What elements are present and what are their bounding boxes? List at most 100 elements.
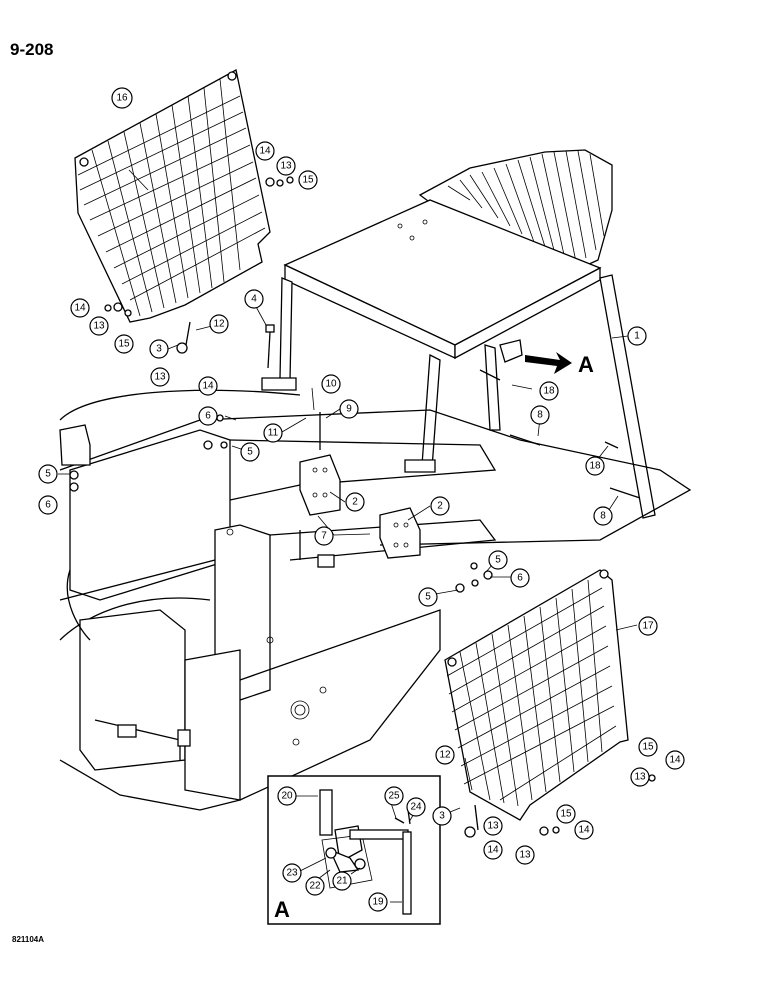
svg-text:6: 6 [45,500,51,511]
svg-text:12: 12 [439,750,451,761]
svg-text:13: 13 [154,372,166,383]
svg-text:13: 13 [634,772,646,783]
callout-3a: 3 [149,339,169,359]
callout-16: 16 [111,87,133,109]
callout-8b: 8 [593,506,613,526]
svg-text:9: 9 [346,404,352,415]
callout-6c: 6 [510,568,530,588]
callout-21: 21 [332,871,352,891]
callout-20: 20 [277,786,297,806]
callout-12b: 12 [435,745,455,765]
callout-18a: 18 [539,381,559,401]
svg-text:1: 1 [634,331,640,342]
callout-14d: 14 [665,750,685,770]
svg-text:5: 5 [45,469,51,480]
svg-text:2: 2 [437,501,443,512]
callout-25: 25 [384,786,404,806]
callout-6b: 6 [38,495,58,515]
svg-text:14: 14 [259,146,271,157]
detail-view-a: A [267,775,441,925]
svg-text:8: 8 [600,511,606,522]
callout-8a: 8 [530,405,550,425]
callout-12a: 12 [209,314,229,334]
callout-13c: 13 [150,367,170,387]
callout-13f: 13 [515,845,535,865]
callout-13d: 13 [630,767,650,787]
svg-text:15: 15 [642,742,654,753]
callout-19: 19 [368,892,388,912]
callout-2a: 2 [430,496,450,516]
svg-text:5: 5 [495,555,501,566]
page-number: 9-208 [10,40,54,59]
callout-10: 10 [321,374,341,394]
callout-7: 7 [314,526,334,546]
svg-text:7: 7 [321,531,327,542]
callout-11: 11 [263,423,283,443]
drawing-reference-code: 821104A [12,935,45,944]
svg-text:15: 15 [118,339,130,350]
callout-17: 17 [638,616,658,636]
callout-14c: 14 [198,376,218,396]
callout-23: 23 [282,863,302,883]
view-arrow-a: A [525,352,594,377]
svg-text:15: 15 [560,809,572,820]
svg-text:14: 14 [487,845,499,856]
svg-text:18: 18 [589,461,601,472]
left-screen-grille [74,69,271,323]
callout-18b: 18 [585,456,605,476]
callout-13e: 13 [483,816,503,836]
svg-text:2: 2 [352,497,358,508]
svg-text:5: 5 [425,592,431,603]
callout-14f: 14 [574,820,594,840]
svg-text:14: 14 [202,381,214,392]
callout-15d: 15 [556,804,576,824]
callout-3b: 3 [432,806,452,826]
callout-15a: 15 [298,170,318,190]
callout-14e: 14 [483,840,503,860]
callout-15c: 15 [638,737,658,757]
svg-text:4: 4 [251,294,257,305]
callout-13b: 13 [89,316,109,336]
callout-5b: 5 [240,442,260,462]
svg-text:6: 6 [517,573,523,584]
svg-text:8: 8 [537,410,543,421]
svg-text:14: 14 [578,825,590,836]
leader-lines [58,169,638,903]
svg-text:13: 13 [280,161,292,172]
svg-text:12: 12 [213,319,225,330]
svg-text:20: 20 [281,791,293,802]
fasteners [69,176,656,838]
tractor-body [59,389,692,811]
svg-text:16: 16 [116,93,128,104]
callout-22: 22 [305,876,325,896]
canopy-frame [261,149,656,519]
svg-text:3: 3 [156,344,162,355]
svg-text:15: 15 [302,175,314,186]
svg-text:3: 3 [439,811,445,822]
mounting-brackets [59,424,421,559]
callout-6a: 6 [198,406,218,426]
svg-text:24: 24 [410,802,422,813]
callout-5d: 5 [418,587,438,607]
svg-text:13: 13 [519,850,531,861]
svg-text:19: 19 [372,897,384,908]
svg-text:22: 22 [309,881,321,892]
callout-15b: 15 [114,334,134,354]
detail-view-label: A [274,897,290,922]
callout-14a: 14 [255,141,275,161]
svg-text:17: 17 [642,621,654,632]
callout-1: 1 [627,326,647,346]
callout-14b: 14 [70,298,90,318]
callout-2b: 2 [345,492,365,512]
svg-text:25: 25 [388,791,400,802]
right-screen-grille [444,569,629,821]
callout-4: 4 [244,289,264,309]
callout-13a: 13 [276,156,296,176]
svg-text:14: 14 [669,755,681,766]
callout-24: 24 [406,797,426,817]
callout-5a: 5 [38,464,58,484]
svg-text:6: 6 [205,411,211,422]
svg-text:13: 13 [93,321,105,332]
svg-text:11: 11 [268,428,279,439]
